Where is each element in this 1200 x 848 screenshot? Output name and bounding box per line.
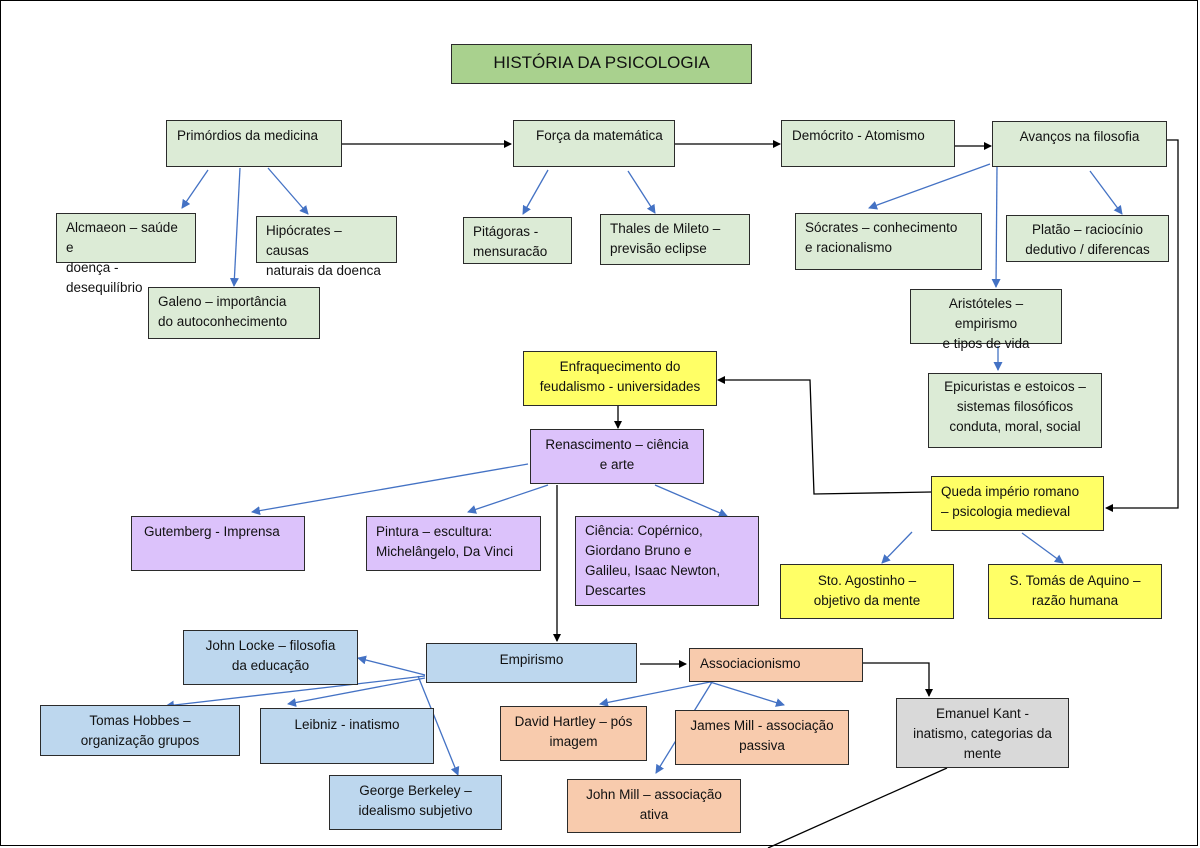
node-thales: Thales de Mileto – previsão eclipse bbox=[600, 214, 750, 265]
node-pintura: Pintura – escultura: Michelângelo, Da Vi… bbox=[366, 516, 541, 571]
node-james-mill: James Mill - associação passiva bbox=[675, 710, 849, 765]
node-tomas-aquino: S. Tomás de Aquino – razão humana bbox=[988, 564, 1162, 619]
node-agostinho: Sto. Agostinho – objetivo da mente bbox=[780, 564, 954, 619]
node-associacionismo: Associacionismo bbox=[689, 648, 863, 682]
node-empirismo: Empirismo bbox=[426, 643, 637, 683]
node-gutemberg: Gutemberg - Imprensa bbox=[131, 516, 305, 571]
node-forca-matematica: Força da matemática bbox=[513, 120, 675, 167]
node-hipocrates: Hipócrates – causas naturais da doenca bbox=[256, 216, 397, 278]
node-renascimento: Renascimento – ciência e arte bbox=[530, 429, 704, 484]
node-primordios-medicina: Primórdios da medicina bbox=[166, 120, 342, 167]
node-david-hartley: David Hartley – pós imagem bbox=[500, 706, 647, 761]
node-aristoteles: Aristóteles – empirismo e tipos de vida bbox=[910, 289, 1062, 351]
node-enfraquecimento-feudalismo: Enfraquecimento do feudalismo - universi… bbox=[523, 351, 717, 406]
node-john-locke: John Locke – filosofia da educação bbox=[183, 630, 358, 685]
node-platao: Platão – raciocínio dedutivo / diferenca… bbox=[1006, 215, 1169, 262]
node-epicuristas: Epicuristas e estoicos – sistemas filosó… bbox=[928, 373, 1102, 448]
node-tomas-hobbes: Tomas Hobbes – organização grupos bbox=[40, 705, 240, 756]
node-democrito: Demócrito - Atomismo bbox=[781, 120, 955, 167]
node-alcmaeon: Alcmaeon – saúde e doença - desequilíbri… bbox=[56, 213, 196, 295]
node-george-berkeley: George Berkeley – idealismo subjetivo bbox=[329, 775, 502, 830]
node-leibniz: Leibniz - inatismo bbox=[260, 708, 434, 764]
node-ciencia: Ciência: Copérnico, Giordano Bruno e Gal… bbox=[575, 516, 759, 606]
node-avancos-filosofia: Avanços na filosofia bbox=[992, 121, 1167, 167]
node-galeno: Galeno – importância do autoconhecimento bbox=[148, 287, 320, 339]
node-john-mill: John Mill – associação ativa bbox=[567, 779, 741, 833]
node-emanuel-kant: Emanuel Kant - inatismo, categorias da m… bbox=[896, 698, 1069, 768]
node-queda-imperio-romano: Queda império romano – psicologia mediev… bbox=[931, 476, 1104, 531]
node-socrates: Sócrates – conhecimento e racionalismo bbox=[795, 213, 982, 270]
node-pitagoras: Pitágoras - mensuracão bbox=[463, 217, 572, 264]
page-title: HISTÓRIA DA PSICOLOGIA bbox=[451, 44, 752, 84]
